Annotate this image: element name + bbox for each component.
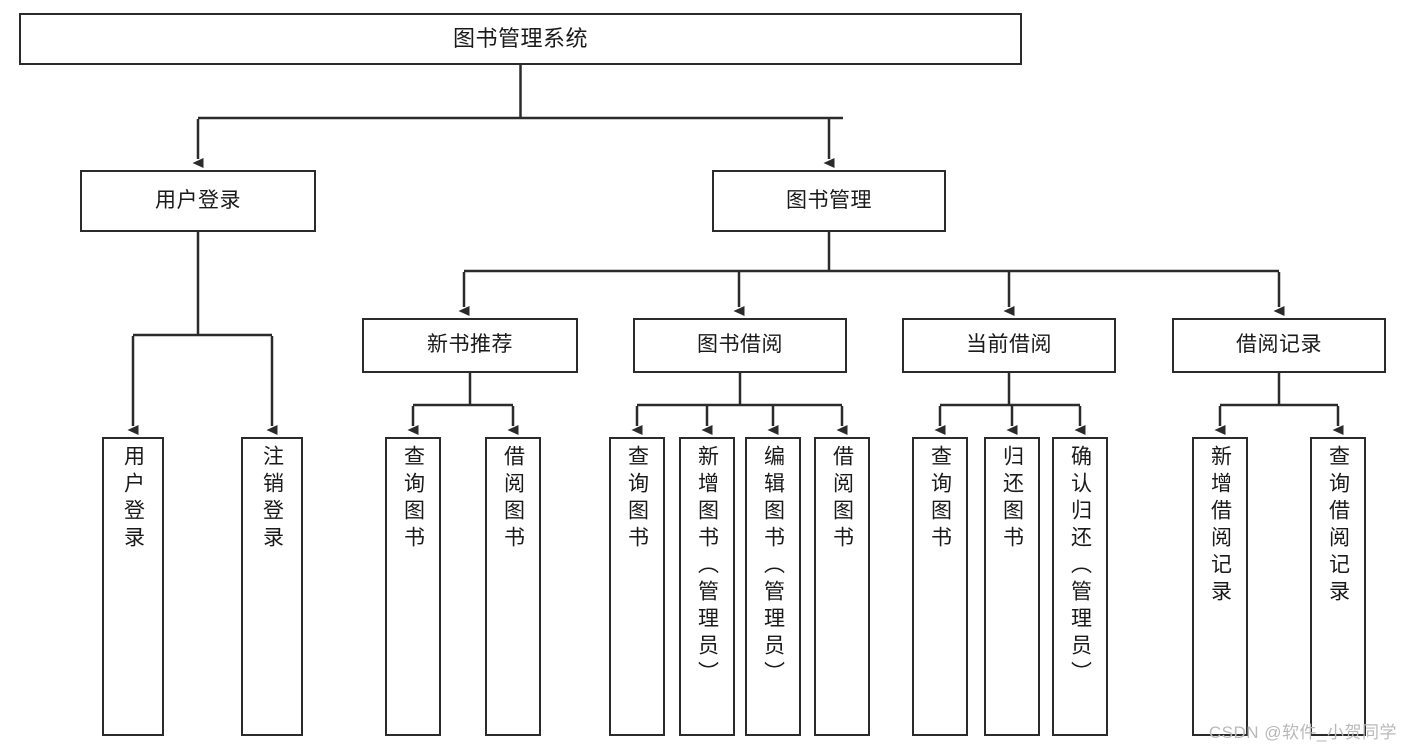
node-leaf-user-login[interactable]: 用户登录 xyxy=(102,437,164,736)
node-leaf-add-record[interactable]: 新增借阅记录 xyxy=(1192,437,1248,736)
node-borrow-record[interactable]: 借阅记录 xyxy=(1172,318,1386,373)
node-leaf-return-book[interactable]: 归还图书 xyxy=(984,437,1040,736)
watermark: CSDN @软件_小贺同学 xyxy=(1208,723,1397,742)
node-current-borrow[interactable]: 当前借阅 xyxy=(902,318,1116,373)
node-leaf-add-book[interactable]: 新增图书（管理员） xyxy=(679,437,735,736)
node-leaf-query-book-1[interactable]: 查询图书 xyxy=(385,437,441,736)
node-leaf-return-book-label: 归还图书 xyxy=(1000,445,1024,553)
edge-newbook-to-leaves xyxy=(407,373,519,435)
node-leaf-add-book-label: 新增图书（管理员） xyxy=(695,445,719,688)
node-root-label: 图书管理系统 xyxy=(452,26,588,52)
node-leaf-query-record-label: 查询借阅记录 xyxy=(1326,445,1350,607)
node-new-book-rec-label: 新书推荐 xyxy=(427,333,513,357)
node-book-borrow[interactable]: 图书借阅 xyxy=(633,318,847,373)
node-leaf-borrow-book-1-label: 借阅图书 xyxy=(501,445,525,553)
edge-userlogin-to-leaves xyxy=(127,232,278,435)
node-leaf-query-book-2[interactable]: 查询图书 xyxy=(609,437,665,736)
node-leaf-query-book-3[interactable]: 查询图书 xyxy=(912,437,968,736)
node-book-manage-label: 图书管理 xyxy=(786,188,872,212)
edge-root-to-level2 xyxy=(192,65,843,168)
node-borrow-record-label: 借阅记录 xyxy=(1236,333,1322,357)
node-leaf-edit-book[interactable]: 编辑图书（管理员） xyxy=(745,437,801,736)
node-user-login-label: 用户登录 xyxy=(155,188,241,212)
node-leaf-query-record[interactable]: 查询借阅记录 xyxy=(1310,437,1366,736)
node-root[interactable]: 图书管理系统 xyxy=(19,13,1022,65)
node-leaf-user-login-label: 用户登录 xyxy=(121,445,145,553)
node-user-login[interactable]: 用户登录 xyxy=(80,170,316,232)
node-book-manage[interactable]: 图书管理 xyxy=(712,170,946,232)
edge-borrowrecord-to-leaves xyxy=(1214,373,1344,435)
node-leaf-query-book-3-label: 查询图书 xyxy=(928,445,952,553)
node-leaf-logout-label: 注销登录 xyxy=(260,445,284,553)
node-leaf-add-record-label: 新增借阅记录 xyxy=(1208,445,1232,607)
edge-currentborrow-to-leaves xyxy=(934,373,1086,435)
node-leaf-confirm-return[interactable]: 确认归还（管理员） xyxy=(1052,437,1108,736)
node-leaf-edit-book-label: 编辑图书（管理员） xyxy=(761,445,785,688)
node-leaf-confirm-return-label: 确认归还（管理员） xyxy=(1068,445,1092,688)
node-leaf-query-book-1-label: 查询图书 xyxy=(401,445,425,553)
edge-bookmanage-to-level3 xyxy=(458,232,1285,316)
node-new-book-rec[interactable]: 新书推荐 xyxy=(362,318,578,373)
node-leaf-borrow-book-2[interactable]: 借阅图书 xyxy=(814,437,870,736)
node-leaf-logout[interactable]: 注销登录 xyxy=(241,437,303,736)
node-leaf-query-book-2-label: 查询图书 xyxy=(625,445,649,553)
node-book-borrow-label: 图书借阅 xyxy=(697,333,783,357)
node-current-borrow-label: 当前借阅 xyxy=(966,333,1052,357)
node-leaf-borrow-book-2-label: 借阅图书 xyxy=(830,445,854,553)
node-leaf-borrow-book-1[interactable]: 借阅图书 xyxy=(485,437,541,736)
edge-bookborrow-to-leaves xyxy=(631,373,848,435)
